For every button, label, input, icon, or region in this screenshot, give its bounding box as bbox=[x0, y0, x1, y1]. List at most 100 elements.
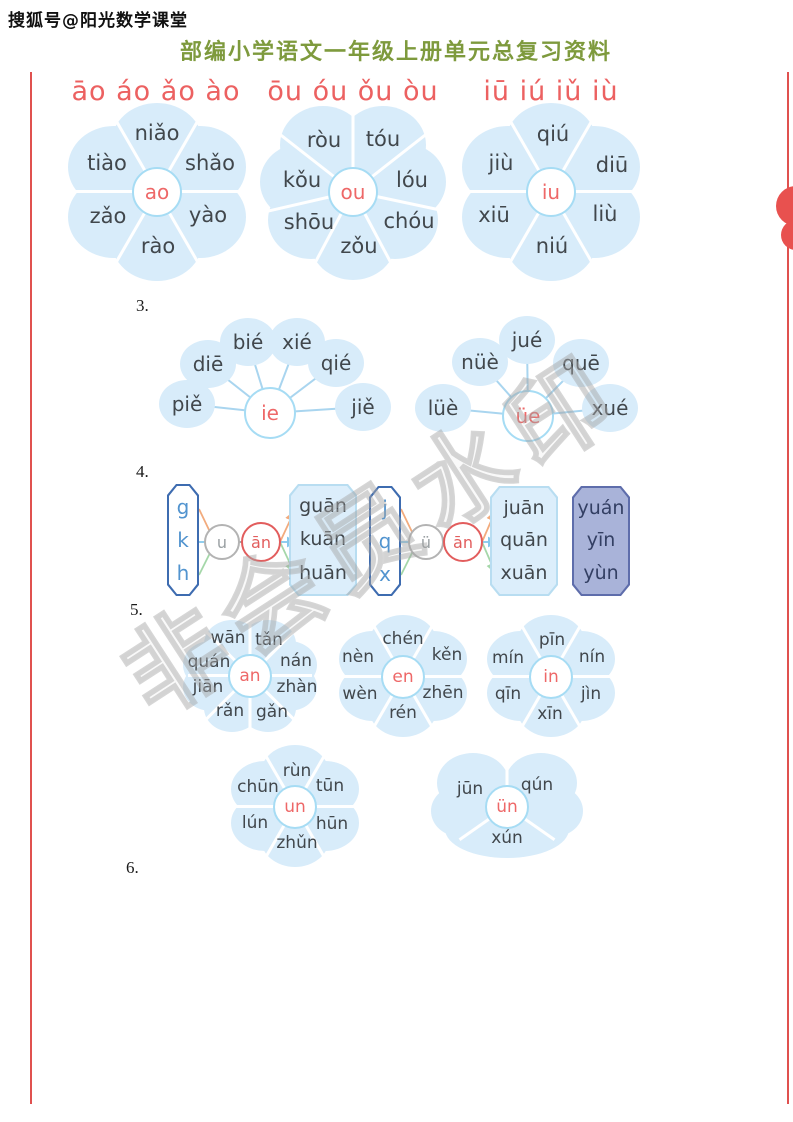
whole-syllable-word: yīn bbox=[586, 529, 616, 552]
initial-letter: q bbox=[378, 528, 392, 553]
pinyin-word: qún bbox=[520, 775, 554, 795]
section-number: 5. bbox=[130, 600, 143, 619]
pinyin-word: zhēn bbox=[422, 683, 464, 703]
petal-separator bbox=[403, 675, 473, 678]
flower-center-label: un bbox=[273, 785, 317, 829]
pinyin-word: tiào bbox=[87, 151, 127, 175]
pinyin-word: chóu bbox=[383, 209, 435, 233]
initials-box-inner: j q x bbox=[371, 488, 399, 594]
border-bead bbox=[781, 220, 793, 250]
section-number: 4. bbox=[136, 462, 149, 481]
pinyin-word: rào bbox=[140, 234, 176, 258]
pinyin-word: wèn bbox=[342, 684, 378, 704]
pinyin-word: xiū bbox=[478, 203, 510, 227]
pinyin-word: xié bbox=[282, 330, 312, 354]
result-word: guān bbox=[299, 495, 347, 518]
petal-separator bbox=[551, 675, 621, 678]
final-circle: ān bbox=[443, 522, 483, 562]
pinyin-word: chén bbox=[382, 629, 424, 649]
pinyin-word: rén bbox=[389, 703, 417, 723]
pinyin-word: yào bbox=[188, 203, 228, 227]
pinyin-word: rùn bbox=[282, 761, 312, 781]
pinyin-word: zhàn bbox=[276, 677, 318, 697]
pinyin-word: niǎo bbox=[134, 121, 180, 145]
pinyin-word: quē bbox=[562, 351, 600, 375]
petal-separator bbox=[250, 674, 312, 677]
pinyin-word: pīn bbox=[538, 630, 566, 650]
pinyin-word: ròu bbox=[306, 128, 342, 152]
page-title: 部编小学语文一年级上册单元总复习资料 bbox=[179, 39, 613, 64]
result-word: kuān bbox=[299, 528, 347, 551]
pinyin-word: qié bbox=[320, 351, 352, 375]
pinyin-word: shǎo bbox=[185, 151, 235, 175]
pinyin-word: nüè bbox=[461, 350, 499, 374]
pinyin-word: nán bbox=[280, 651, 312, 671]
page-border-right bbox=[787, 72, 789, 1104]
initials-box-inner: g k h bbox=[169, 486, 197, 594]
pinyin-word: quán bbox=[187, 652, 231, 672]
medial-circle: ü bbox=[408, 524, 444, 560]
result-word: quān bbox=[500, 529, 548, 552]
petal-separator bbox=[295, 805, 365, 808]
pinyin-word: gǎn bbox=[256, 702, 288, 722]
fan-center-label: üe bbox=[502, 390, 554, 442]
pinyin-word: lóu bbox=[396, 168, 428, 192]
pinyin-word: zǒu bbox=[340, 234, 378, 258]
flower-center-label: an bbox=[228, 654, 272, 698]
pinyin-word: zhǔn bbox=[276, 833, 318, 853]
pinyin-word: chūn bbox=[237, 777, 279, 797]
pinyin-word: hūn bbox=[315, 814, 349, 834]
pinyin-word: nèn bbox=[341, 647, 375, 667]
page-border-left bbox=[30, 72, 32, 1104]
pinyin-word: xué bbox=[591, 396, 629, 420]
fan-balloon: jiě bbox=[335, 383, 391, 431]
fan-balloon: bié bbox=[220, 318, 276, 366]
fan-balloon: qié bbox=[308, 339, 364, 387]
whole-syllable-box-inner: yuán yīn yùn bbox=[574, 488, 628, 594]
result-box: guān kuān huān bbox=[289, 484, 357, 596]
result-word: juān bbox=[503, 496, 545, 519]
pinyin-word: zǎo bbox=[89, 204, 127, 228]
medial-circle: u bbox=[204, 524, 240, 560]
initial-letter: x bbox=[379, 561, 391, 586]
flower-center-label: ao bbox=[132, 167, 182, 217]
pinyin-word: xún bbox=[491, 828, 523, 848]
initial-letter: j bbox=[382, 496, 388, 521]
whole-syllable-word: yuán bbox=[577, 496, 625, 519]
section-number: 6. bbox=[126, 858, 139, 877]
pinyin-word: piě bbox=[171, 392, 203, 416]
flower-center-label: in bbox=[529, 655, 573, 699]
fan-balloon: xué bbox=[582, 384, 638, 432]
pinyin-word: jìn bbox=[580, 684, 602, 704]
result-box: juān quān xuān bbox=[490, 486, 558, 596]
pinyin-word: lüè bbox=[427, 396, 459, 420]
vowel-header-ao: āo áo ǎo ào bbox=[71, 76, 241, 107]
site-tag: 搜狐号@阳光数学课堂 bbox=[8, 11, 188, 31]
pinyin-word: diē bbox=[192, 352, 224, 376]
initial-letter: g bbox=[176, 494, 190, 519]
pinyin-word: jiù bbox=[488, 151, 514, 175]
pinyin-word: nín bbox=[578, 647, 606, 667]
whole-syllable-box: yuán yīn yùn bbox=[572, 486, 630, 596]
pinyin-word: qiú bbox=[536, 122, 570, 146]
vowel-header-iu: iū iú iǔ iù bbox=[483, 76, 619, 107]
flower-center-label: en bbox=[381, 655, 425, 699]
section-number: 3. bbox=[136, 296, 149, 315]
result-word: xuān bbox=[500, 562, 548, 585]
pinyin-word: qīn bbox=[494, 684, 522, 704]
pinyin-word: jūn bbox=[456, 779, 484, 799]
final-circle: ān bbox=[241, 522, 281, 562]
petal-separator bbox=[551, 190, 641, 193]
pinyin-word: jiān bbox=[192, 677, 224, 697]
pinyin-word: shōu bbox=[283, 210, 335, 234]
fan-balloon: lüè bbox=[415, 384, 471, 432]
fan-balloon: quē bbox=[553, 339, 609, 387]
pinyin-word: niú bbox=[535, 234, 569, 258]
whole-syllable-word: yùn bbox=[583, 562, 619, 585]
pinyin-word: mín bbox=[491, 648, 525, 668]
pinyin-word: kǒu bbox=[282, 168, 322, 192]
pinyin-word: tóu bbox=[365, 127, 401, 151]
flower-center-label: ün bbox=[485, 785, 529, 829]
initials-box: g k h bbox=[167, 484, 199, 596]
pinyin-word: liù bbox=[592, 202, 618, 226]
